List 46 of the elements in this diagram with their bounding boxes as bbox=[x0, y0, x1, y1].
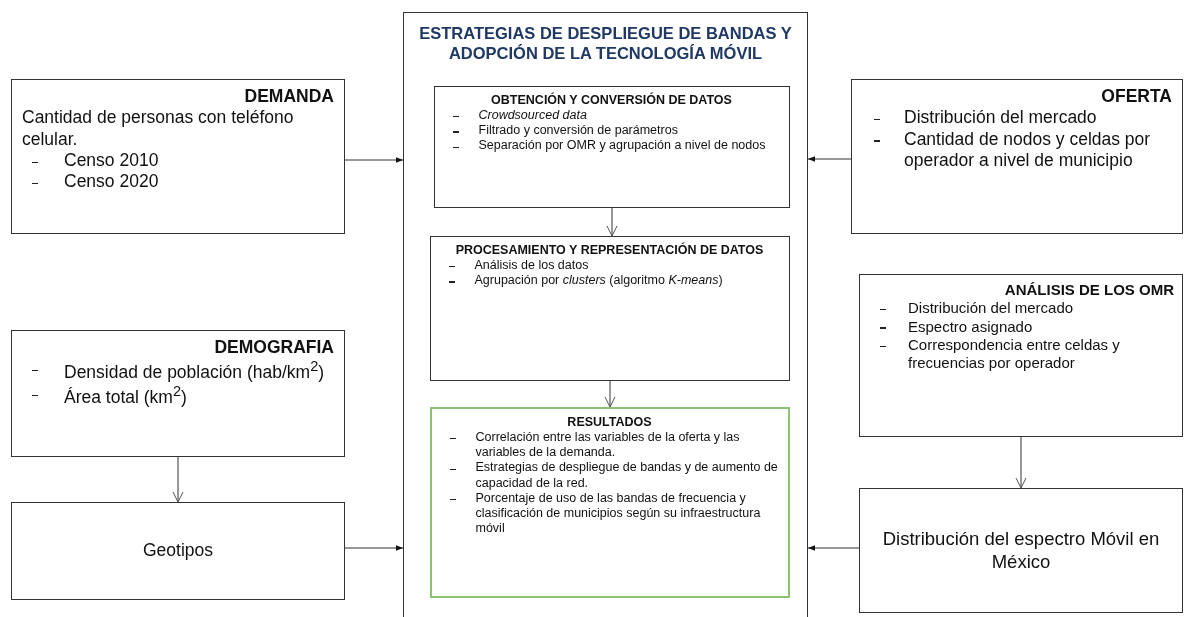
group-box bbox=[11, 79, 345, 234]
list-item: Porcentaje de uso de las bandas de frecuencia y clasificación de municipios según su infraestructura móvil bbox=[475, 490, 761, 536]
box-heading: ANÁLISIS DE LOS OMR bbox=[1003, 281, 1174, 300]
list-item: Crowdsourced data bbox=[478, 107, 587, 122]
box-text: Cantidad de personas con teléfono celular. bbox=[22, 107, 295, 151]
process-box bbox=[11, 502, 345, 600]
arrow bbox=[1015, 436, 1027, 489]
arrow bbox=[606, 207, 618, 237]
list-item: Correlación entre las variables de la oferta y las variables de la demanda. bbox=[475, 429, 740, 459]
list-item: Estrategias de despliegue de bandas y de aumento de capacidad de la red. bbox=[475, 460, 778, 490]
box-heading: DEMANDA bbox=[243, 86, 334, 108]
group-box bbox=[403, 12, 808, 617]
group-box bbox=[11, 330, 345, 457]
list-item: Densidad de población (hab/km$^{2}$) bbox=[64, 362, 325, 383]
box-heading: DEMOGRAFIA bbox=[213, 337, 334, 359]
arrow bbox=[344, 545, 404, 551]
list-item: Separación por OMR y agrupación a nivel de nodos bbox=[478, 138, 766, 153]
box-text: Geotipos bbox=[142, 540, 213, 562]
list-item: Distribución del mercado bbox=[904, 107, 1097, 128]
box-heading: OBTENCIÓN Y CONVERSIÓN DE DATOS bbox=[490, 92, 733, 108]
box-heading: RESULTADOS bbox=[566, 414, 653, 430]
arrow bbox=[807, 156, 852, 162]
box-heading: PROCESAMIENTO Y REPRESENTACIÓN DE DATOS bbox=[454, 242, 765, 258]
process-box bbox=[429, 406, 790, 598]
process-box bbox=[429, 235, 790, 381]
box-text: Distribución del espectro Móvil en México bbox=[881, 527, 1161, 574]
process-box bbox=[433, 85, 790, 208]
process-box bbox=[859, 488, 1183, 613]
arrow bbox=[172, 456, 184, 503]
list-item: Área total (km$^{2}$) bbox=[64, 387, 187, 408]
list-item: Agrupación por clusters (algoritmo K-means) bbox=[474, 273, 723, 287]
arrow bbox=[344, 157, 404, 163]
group-box bbox=[851, 79, 1183, 234]
list-item: Espectro asignado bbox=[908, 317, 1033, 335]
list-item: Censo 2020 bbox=[64, 171, 159, 192]
list-item: Censo 2010 bbox=[64, 150, 159, 171]
arrow bbox=[807, 545, 860, 551]
list-item: Correspondencia entre celdas y frecuencias por operador bbox=[908, 335, 1120, 372]
group-box bbox=[859, 274, 1183, 437]
list-item: Análisis de los datos bbox=[474, 257, 589, 272]
box-heading: OFERTA bbox=[1100, 86, 1172, 108]
list-item: Cantidad de nodos y celdas por operador a nivel de municipio bbox=[904, 128, 1151, 171]
box-heading: ESTRATEGIAS DE DESPLIEGUE DE BANDAS Y ADOPCIÓN DE LA TECNOLOGÍA MÓVIL bbox=[418, 23, 793, 64]
list-item: Distribución del mercado bbox=[908, 299, 1074, 317]
arrow bbox=[604, 380, 616, 408]
list-item: Filtrado y conversión de parámetros bbox=[478, 123, 678, 137]
